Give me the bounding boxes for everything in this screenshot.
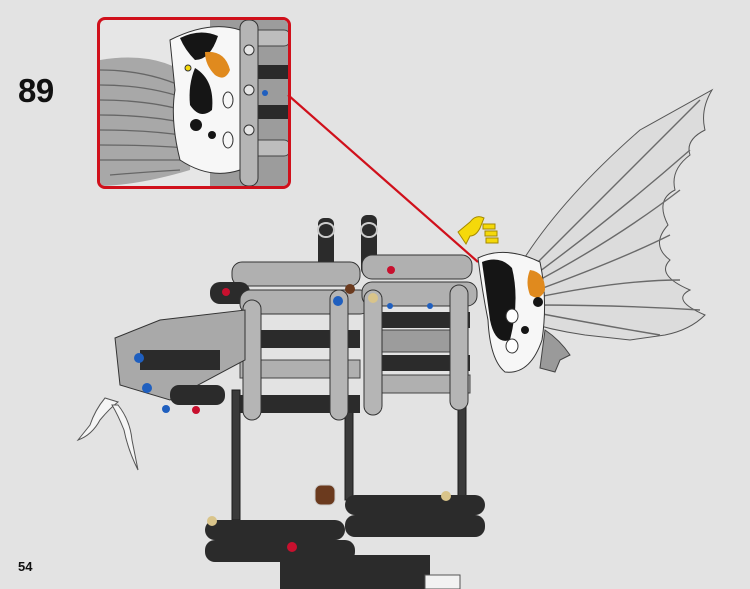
frame-right xyxy=(361,254,478,416)
rotation-arrow-icon xyxy=(457,216,499,245)
base-stand xyxy=(205,484,485,589)
page-number: 54 xyxy=(18,559,33,574)
fish-body xyxy=(477,251,546,373)
head-section xyxy=(76,309,246,471)
tail-fin xyxy=(519,88,714,373)
frame-left xyxy=(210,261,371,421)
callout-inset xyxy=(97,17,291,189)
step-number: 89 xyxy=(18,72,54,109)
callout-illustration xyxy=(100,20,288,186)
